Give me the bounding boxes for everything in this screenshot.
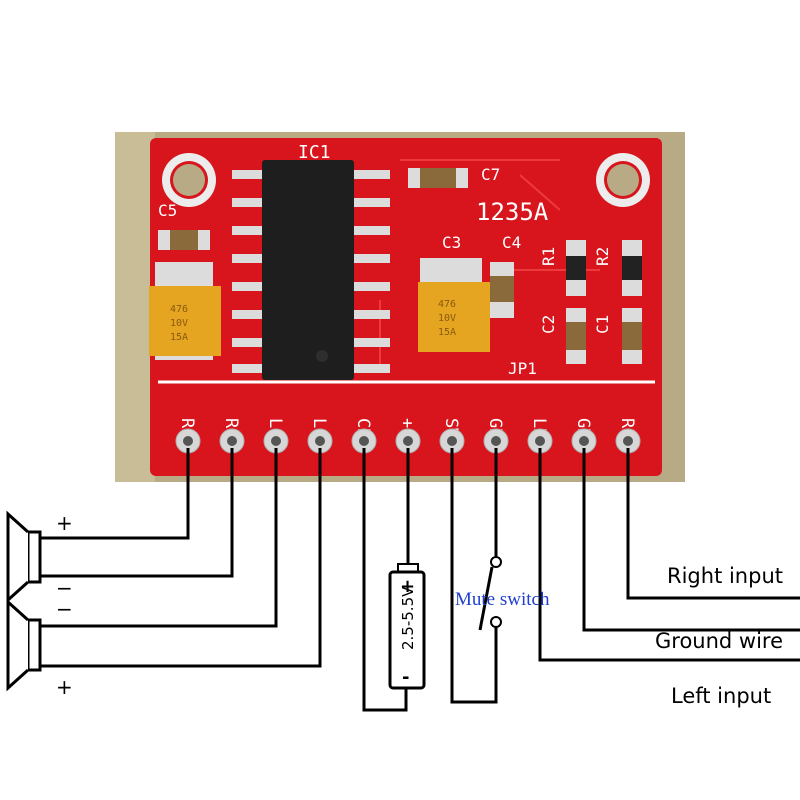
mounting-hole-right [596,153,650,207]
pin-pads [175,428,641,454]
battery-plus: + [400,576,415,597]
resistor-r2-label: R2 [593,247,612,266]
pcb-board: IC1 C7 1235A C5 476 10V 15A 476 10V 15A [149,138,662,476]
capacitor-c4-label: C4 [502,233,521,252]
speaker-bottom [6,598,42,692]
ground-wire-label: Ground wire [655,629,783,653]
jumper-label: JP1 [508,359,537,378]
capacitor-c7 [408,168,468,188]
wire-l-plus [40,448,322,668]
resistor-r2 [622,240,642,296]
wire-cnl [362,448,408,712]
wires [40,448,800,712]
wire-gnd-2 [582,448,800,632]
photo-background-light [115,132,155,482]
resistor-r1-label: R1 [539,247,558,266]
tantalum-capacitor-left: 476 10V 15A [149,262,221,360]
svg-text:476: 476 [170,304,188,315]
resistor-r1 [566,240,586,296]
capacitor-c5-label: C5 [158,201,177,220]
capacitor-c3-label: C3 [442,233,461,252]
speaker-top-minus: − [56,576,73,600]
mute-switch-label: Mute switch [455,589,550,610]
svg-text:15A: 15A [170,332,188,343]
speaker-bottom-plus: + [56,675,73,699]
wire-r-minus [40,448,234,578]
capacitor-c7-label: C7 [481,165,500,184]
wire-r-plus [40,448,190,540]
wire-sw [450,448,498,704]
left-input-label: Left input [671,684,771,708]
capacitor-c1 [622,308,642,364]
svg-text:15A: 15A [438,327,456,338]
capacitor-c1-label: C1 [593,315,612,334]
capacitor-c2-label: C2 [539,315,558,334]
battery: 2.5-5.5V + - [388,563,426,690]
speaker-top-plus: + [56,511,73,535]
wire-rin [626,448,800,600]
capacitor-c4 [490,262,514,318]
right-input-label: Right input [667,564,783,588]
mounting-hole-left [162,153,216,207]
tantalum-capacitor-center: 476 10V 15A [418,258,490,352]
speaker-top [6,510,42,604]
svg-text:476: 476 [438,299,456,310]
svg-text:10V: 10V [438,313,456,324]
ic-chip [232,160,390,380]
battery-minus: - [402,667,409,688]
wire-l-minus [40,448,278,628]
ic-label: IC1 [298,142,331,163]
svg-text:10V: 10V [170,318,188,329]
capacitor-c2 [566,308,586,364]
capacitor-c5 [158,230,210,250]
chip-number: 1235A [476,198,549,226]
wire-lnt [538,448,800,662]
speaker-bottom-minus: − [56,597,73,621]
mute-switch [478,556,502,631]
battery-label: 2.5-5.5V [399,586,417,650]
